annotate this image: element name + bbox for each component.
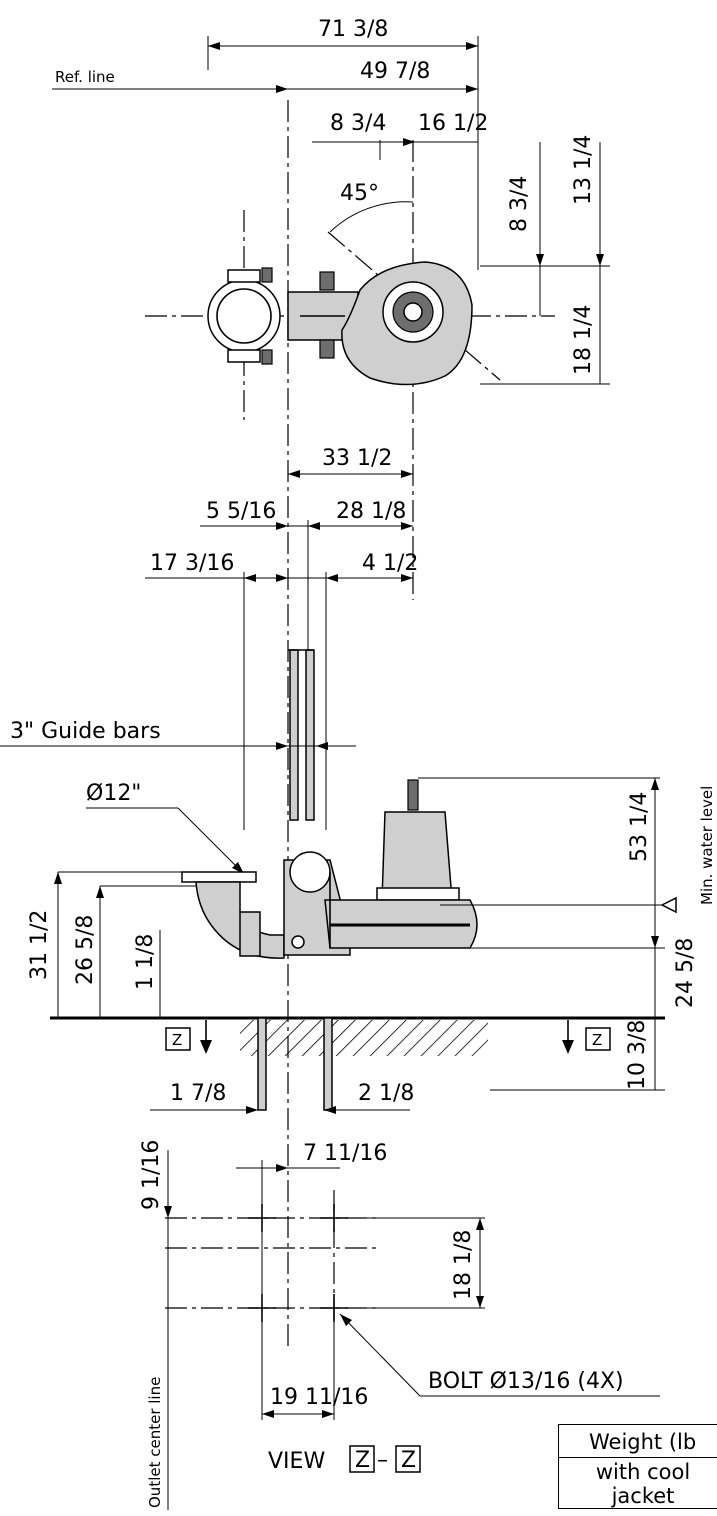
dim-bolt-spacing-x: 7 11/16: [303, 1141, 387, 1166]
outlet-center-line-label: Outlet center line: [146, 1377, 164, 1508]
guide-bar-left: [289, 649, 299, 821]
dim-overall-width: 71 3/8: [318, 17, 388, 42]
dim-bolt-offset-left: 1 7/8: [170, 1081, 226, 1106]
weight-table-row-line1: with cool: [595, 1460, 691, 1484]
dim-base-height: 1 1/8: [133, 934, 158, 990]
min-water-level-label: Min. water level: [698, 786, 716, 905]
side-view: 33 1/2 5 5/16 28 1/8 17 3/16 4 1/2 3" Gu…: [0, 446, 716, 1114]
section-marker-left: Z: [172, 1031, 182, 1049]
view-label-prefix: VIEW: [268, 1449, 325, 1474]
angle-label: 45°: [340, 181, 379, 206]
weight-table-header: Weight (lb: [558, 1424, 717, 1458]
dim-vertical-a: 8 3/4: [507, 176, 532, 232]
dim-below-floor: 10 3/8: [625, 1020, 650, 1090]
outlet-flange: [181, 871, 257, 883]
plan-view: 7 11/16 9 1/16 Outlet center line 18 1/8…: [139, 1140, 660, 1510]
dim-min-water-height: 53 1/4: [627, 792, 652, 862]
dim-discharge-height: 26 5/8: [73, 915, 98, 985]
dim-ref-to-pump: 49 7/8: [360, 59, 430, 84]
dim-offset-a: 8 3/4: [330, 111, 386, 136]
dim-guide-to-ref: 17 3/16: [150, 551, 234, 576]
section-marker-right: Z: [592, 1031, 602, 1049]
dim-bolt-offset-right: 2 1/8: [358, 1081, 414, 1106]
guide-bar-right: [305, 649, 315, 821]
pump-motor: [381, 811, 453, 901]
dim-bar-spacing: 4 1/2: [362, 551, 418, 576]
pump-claw: [289, 851, 331, 893]
dim-outlet-height: 31 1/2: [27, 910, 52, 980]
bolt-label: BOLT Ø13/16 (4X): [428, 1369, 624, 1394]
section-marker-right-box: [585, 1027, 611, 1051]
view-label-z1: Z: [355, 1448, 370, 1473]
weight-table-row: with cool jacket: [558, 1457, 717, 1509]
top-view: 71 3/8 Ref. line 49 7/8 8 3/4 16 1/2 45°…: [52, 17, 610, 1350]
floor-hatch: [240, 1020, 488, 1056]
dim-vertical-b: 13 1/4: [571, 135, 596, 205]
weight-table: Weight (lb with cool jacket: [558, 1424, 717, 1509]
view-label-sep: –: [377, 1448, 388, 1473]
outlet-diameter-label: Ø12": [86, 781, 141, 806]
dim-bolt-offset: 19 11/16: [270, 1385, 368, 1410]
dim-ref-to-pump-center: 33 1/2: [322, 446, 392, 471]
dim-vertical-c: 18 1/4: [571, 305, 596, 375]
weight-table-row-line2: jacket: [611, 1484, 675, 1508]
section-marker-left-box: [165, 1027, 191, 1051]
discharge-flange: [207, 279, 281, 353]
dim-bar-to-pump: 28 1/8: [336, 499, 406, 524]
dim-bar-offset: 5 5/16: [206, 499, 276, 524]
guide-bars-label: 3" Guide bars: [10, 719, 161, 744]
dim-offset-b: 16 1/2: [418, 111, 488, 136]
ref-line-label: Ref. line: [55, 68, 115, 86]
dim-bolt-spacing-y: 18 1/8: [451, 1230, 476, 1300]
dim-pump-inlet-height: 24 5/8: [673, 938, 698, 1008]
view-label-z2: Z: [401, 1448, 416, 1473]
dim-bolt-spacing-y-top: 9 1/16: [139, 1140, 164, 1210]
